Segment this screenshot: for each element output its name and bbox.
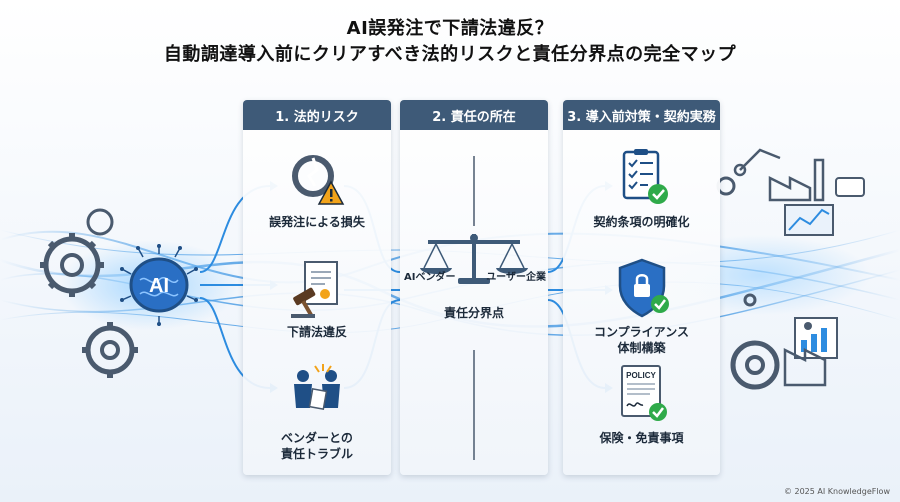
policy-doc-text: POLICY xyxy=(626,371,656,380)
column-header: 3. 導入前対策・契約実務 xyxy=(563,100,720,130)
column-header: 1. 法的リスク xyxy=(243,100,391,130)
page-subtitle: 自動調達導入前にクリアすべき法的リスクと責任分界点の完全マップ xyxy=(163,44,737,65)
balance-scale-icon xyxy=(420,234,528,284)
top-divider-line xyxy=(473,156,475,226)
copyright-text: © 2025 AI KnowledgeFlow xyxy=(783,487,890,496)
column-legal-risk: 1. 法的リスク 誤発注による損失 下請法違反 xyxy=(243,100,391,475)
item-label: コンプライアンス 体制構築 xyxy=(594,325,689,355)
shield-lock-icon xyxy=(618,258,669,318)
item-label: 契約条項の明確化 xyxy=(593,215,690,229)
checklist-icon xyxy=(622,149,668,204)
column-responsibility: 2. 責任の所在 AIベンダー ユーザー企業 責任分界点 xyxy=(400,100,548,475)
scale-caption: 責任分界点 xyxy=(443,306,504,320)
item-label: 保険・免責事項 xyxy=(599,431,684,445)
item-insurance-disclaimer: POLICY 保険・免責事項 xyxy=(563,362,720,446)
item-compliance-system: コンプライアンス 体制構築 xyxy=(563,256,720,356)
broken-gear-warning-icon xyxy=(292,155,345,205)
item-label: ベンダーとの 責任トラブル xyxy=(280,431,353,461)
dispute-people-icon xyxy=(294,364,340,410)
bottom-divider-line xyxy=(473,350,475,460)
ai-hub-label: AI xyxy=(149,275,169,297)
item-label: 下請法違反 xyxy=(286,325,347,339)
gavel-document-icon xyxy=(291,261,338,318)
policy-document-icon: POLICY xyxy=(620,365,667,421)
column-header: 2. 責任の所在 xyxy=(400,100,548,130)
column-countermeasures: 3. 導入前対策・契約実務 契約条項の明確化 コンプライアンス 体制構築 xyxy=(563,100,720,475)
item-misorder-loss: 誤発注による損失 xyxy=(243,146,391,230)
scale-label-vendor: AIベンダー xyxy=(404,272,456,283)
item-contract-clarify: 契約条項の明確化 xyxy=(563,146,720,230)
page-title: AI誤発注で下請法違反？ xyxy=(346,18,554,39)
item-subcontract-violation: 下請法違反 xyxy=(243,256,391,340)
ai-brain-icon: AI xyxy=(120,244,198,326)
right-gear-icon xyxy=(730,340,827,390)
item-vendor-dispute: ベンダーとの 責任トラブル xyxy=(243,362,391,462)
right-factory-icon xyxy=(733,148,825,202)
scale-label-user: ユーザー企業 xyxy=(486,272,546,283)
item-label: 誤発注による損失 xyxy=(269,215,365,229)
gear-teeth xyxy=(40,233,138,378)
right-dashboard-icon xyxy=(794,317,838,359)
right-chart-icon xyxy=(784,177,865,236)
